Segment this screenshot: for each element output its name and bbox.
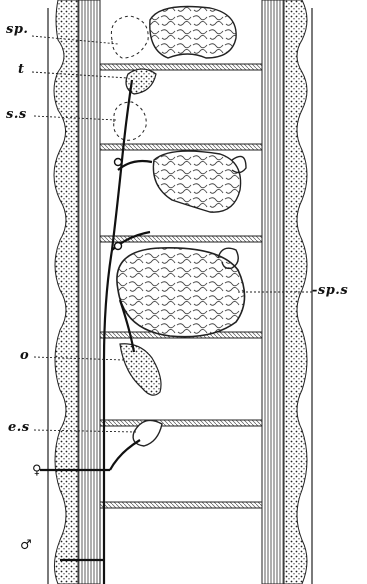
male-funnel-upper: [115, 159, 122, 166]
label-t: t: [18, 62, 25, 77]
seminal-sac-top: [150, 7, 236, 59]
seminal-sac-large: [117, 248, 245, 337]
seminal-sac-middle: [153, 151, 240, 212]
label-sps: -sp.s: [312, 283, 348, 298]
label-sp: sp.: [6, 22, 28, 37]
label-o: o: [20, 348, 29, 363]
left-body-wall: [48, 0, 100, 584]
label-ss: s.s: [6, 107, 27, 122]
label-male: ♂: [20, 538, 32, 553]
male-funnel-lower: [115, 243, 122, 250]
ovary-o: [120, 344, 161, 395]
seminal-sac-dashed: [114, 102, 147, 140]
label-es: e.s: [8, 420, 30, 435]
sperm-sac-dashed: [111, 16, 148, 58]
label-female: ♀: [32, 463, 42, 478]
